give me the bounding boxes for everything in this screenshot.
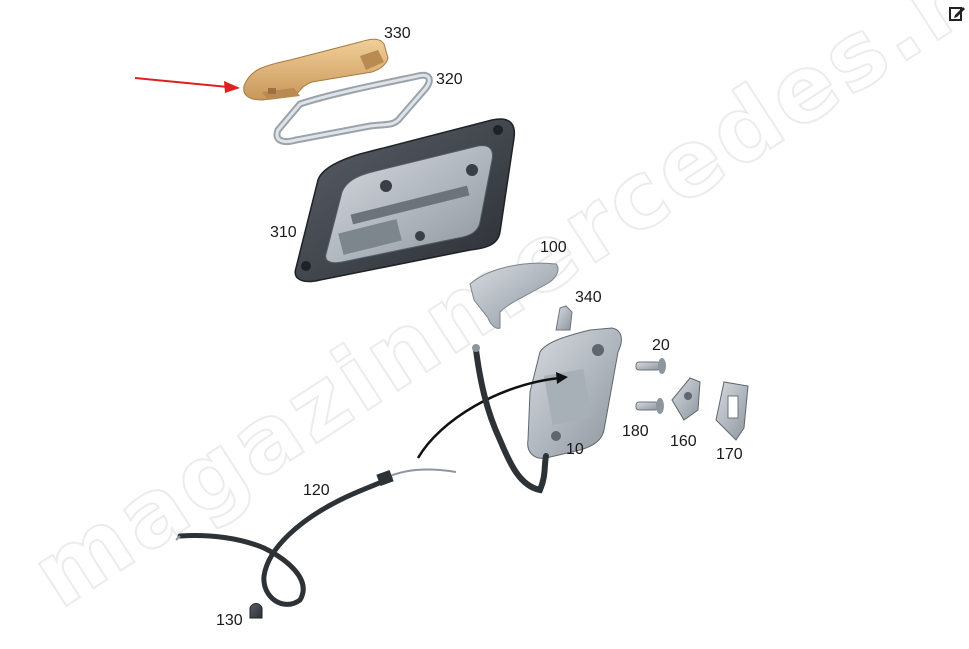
callout-180[interactable]: 180 bbox=[622, 423, 649, 440]
callout-130[interactable]: 130 bbox=[216, 612, 243, 629]
callout-10[interactable]: 10 bbox=[566, 441, 584, 458]
red-pointer-arrow bbox=[134, 77, 240, 93]
part-10-door-lock[interactable] bbox=[527, 327, 622, 459]
part-cable-vertical bbox=[472, 344, 549, 494]
callout-160[interactable]: 160 bbox=[670, 433, 697, 450]
part-130-clip[interactable] bbox=[249, 603, 263, 619]
part-330-door-handle[interactable] bbox=[243, 38, 389, 101]
part-160-striker[interactable] bbox=[671, 377, 701, 421]
part-340-clip[interactable] bbox=[555, 305, 573, 331]
part-310-handle-carrier[interactable] bbox=[294, 118, 516, 283]
edit-icon[interactable] bbox=[948, 4, 966, 22]
callout-120[interactable]: 120 bbox=[303, 482, 330, 499]
callout-20[interactable]: 20 bbox=[652, 337, 670, 354]
callout-170[interactable]: 170 bbox=[716, 446, 743, 463]
part-180-screw[interactable] bbox=[635, 398, 664, 414]
callout-340[interactable]: 340 bbox=[575, 289, 602, 306]
part-320-handle-gasket[interactable] bbox=[273, 71, 433, 146]
part-100-cover[interactable] bbox=[469, 262, 559, 329]
part-170-plate[interactable] bbox=[715, 381, 749, 441]
part-20-bolt[interactable] bbox=[635, 358, 666, 374]
part-120-release-cable[interactable] bbox=[175, 468, 457, 607]
callout-310[interactable]: 310 bbox=[270, 224, 297, 241]
callout-320[interactable]: 320 bbox=[436, 71, 463, 88]
callout-330[interactable]: 330 bbox=[384, 25, 411, 42]
assembly-arrow bbox=[416, 372, 568, 459]
callout-100[interactable]: 100 bbox=[540, 239, 567, 256]
